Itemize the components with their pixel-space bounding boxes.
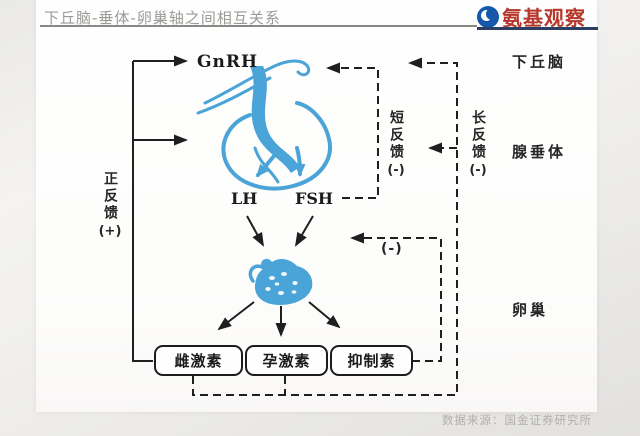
ovary-inhibit-sign: (-)	[381, 241, 403, 257]
positive-feedback-text: 正反馈	[102, 171, 118, 222]
inhibin-feedback-line	[350, 232, 442, 362]
positive-feedback-label: 正反馈 (+)	[97, 171, 123, 239]
brand-name: 氨基观察	[502, 6, 586, 30]
slide-surface	[36, 0, 597, 412]
short-feedback-line	[326, 62, 379, 199]
long-feedback-text: 长反馈	[470, 110, 486, 161]
brand-swirl-icon	[477, 5, 499, 28]
long-feedback-sign: (-)	[469, 163, 487, 178]
page-title: 下丘脑-垂体-卵巢轴之间相互关系	[44, 9, 281, 27]
inhibin-box: 抑制素	[330, 345, 413, 376]
ovary-to-inhibin-arrow	[308, 301, 341, 329]
gnrh-label: GnRH	[197, 52, 259, 72]
long-feedback-line	[192, 57, 458, 396]
brand-underline	[477, 27, 598, 30]
hypothalamus-pituitary-drawing	[196, 59, 332, 191]
hypothalamus-label: 下丘脑	[512, 53, 567, 71]
short-feedback-label: 短反馈 (-)	[383, 110, 409, 178]
lh-label: LH	[231, 189, 258, 208]
positive-feedback-sign: (+)	[98, 224, 122, 239]
long-feedback-label: 长反馈 (-)	[465, 110, 491, 178]
short-feedback-text: 短反馈	[388, 110, 404, 161]
data-source-note: 数据来源：国金证券研究所	[442, 413, 592, 427]
ovary-drawing	[248, 258, 313, 305]
pituitary-label: 腺垂体	[512, 143, 567, 161]
title-underline	[40, 25, 477, 27]
short-feedback-sign: (-)	[387, 163, 405, 178]
lh-to-ovary-arrow	[246, 215, 264, 247]
fsh-to-ovary-arrow	[294, 215, 314, 247]
ovary-to-estrogen-arrow	[217, 301, 255, 331]
estrogen-box: 雌激素	[154, 345, 243, 376]
brand-logo: 氨基观察	[477, 2, 586, 31]
progesterone-box: 孕激素	[245, 345, 328, 376]
fsh-label: FSH	[295, 189, 334, 208]
ovary-label: 卵巢	[512, 301, 549, 319]
positive-feedback-line	[132, 61, 153, 362]
